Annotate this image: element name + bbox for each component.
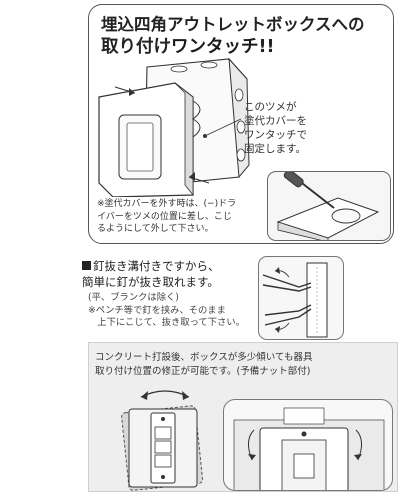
pliers-illustration xyxy=(262,262,328,338)
title-line-2: 取り付けワンタッチ!! xyxy=(101,36,365,59)
outlet-box-illustration xyxy=(98,57,250,197)
screwdriver-illustration xyxy=(276,172,380,240)
panel-adjustment: コンクリート打設後、ボックスが多少傾いても器具 取り付け位置の修正が可能です。(… xyxy=(88,342,398,492)
screwdriver-inset xyxy=(267,171,391,241)
nail-groove-heading-text: 釘抜き溝付きですから、 簡単に釘が抜き取れます。 xyxy=(82,259,220,289)
clip-callout-text: このツメが 塗代カバーを ワンタッチで 固定します。 xyxy=(244,101,307,155)
title-suffix: !! xyxy=(258,37,275,57)
panel-title: 埋込四角アウトレットボックスへの 取り付けワンタッチ!! xyxy=(101,13,365,59)
adjustment-detail-illustration xyxy=(233,407,385,490)
nail-groove-note: (平、ブランクは除く) ※ペンチ等で釘を挟み、そのまま 上下にこじて、抜き取って… xyxy=(88,292,245,328)
adjustment-detail-inset xyxy=(223,399,393,491)
title-line-1: 埋込四角アウトレットボックスへの xyxy=(101,15,365,34)
tilted-box-illustration xyxy=(121,390,204,491)
pliers-inset xyxy=(258,256,344,340)
nail-groove-heading: 釘抜き溝付きですから、 簡単に釘が抜き取れます。 xyxy=(82,258,220,290)
title-prefix: 取り付け xyxy=(101,37,171,57)
removal-note: ※塗代カバーを外す時は、(−)ドラ イバーをツメの位置に差し、こじ るようにして… xyxy=(97,199,237,234)
panel-quick-mount: 埋込四角アウトレットボックスへの 取り付けワンタッチ!! このツメが 塗代カバー… xyxy=(88,4,394,244)
adjustment-text: コンクリート打設後、ボックスが多少傾いても器具 取り付け位置の修正が可能です。(… xyxy=(95,352,313,377)
bullet-square xyxy=(82,261,91,270)
title-highlight: ワンタッチ xyxy=(171,37,259,57)
